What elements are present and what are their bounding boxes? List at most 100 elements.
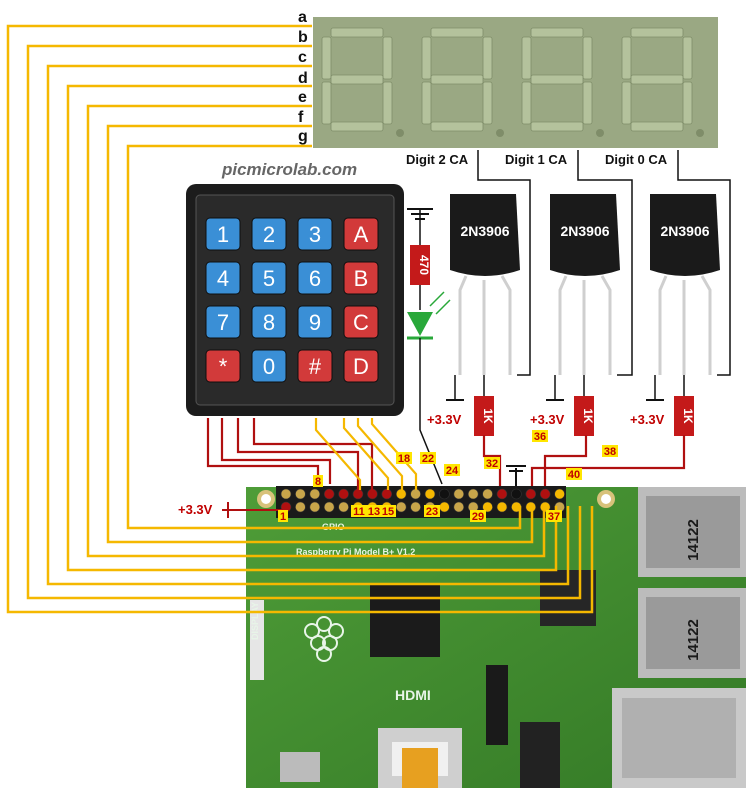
gpio-pin-17 (395, 501, 407, 513)
svg-text:13: 13 (368, 506, 380, 518)
key-5[interactable]: 5 (251, 261, 287, 295)
gpio-pin-6 (309, 488, 321, 500)
segment-f (621, 36, 632, 80)
base-resistor-label: 1K (581, 408, 595, 424)
segment-e (421, 81, 432, 125)
key-4[interactable]: 4 (205, 261, 241, 295)
segment-d (530, 121, 584, 132)
base-resistor (574, 396, 594, 436)
gpio-pin-31 (496, 501, 508, 513)
transistor-label: 2N3906 (560, 223, 609, 239)
key-*[interactable]: * (205, 349, 241, 383)
segment-label-c: c (298, 49, 307, 66)
segment-d (430, 121, 484, 132)
camera-connector (486, 665, 508, 745)
gpio-pin-29 (482, 501, 493, 513)
key-3[interactable]: 3 (297, 217, 333, 251)
segment-c (582, 81, 593, 125)
key-label: 8 (263, 310, 275, 335)
gpio-pin-4 (295, 488, 306, 500)
usb-code-bottom: 14122 (685, 619, 702, 661)
keypad-wires (206, 418, 374, 490)
segment-e (321, 81, 332, 125)
transistor-label: 2N3906 (660, 223, 709, 239)
segment-label-e: e (298, 89, 307, 106)
segment-label-f: f (298, 109, 304, 126)
pin-label-40: 40 (566, 468, 582, 481)
key-D[interactable]: D (343, 349, 379, 383)
key-label: D (353, 354, 369, 379)
transistor-q1: 2N3906 1K (546, 194, 620, 436)
svg-text:11: 11 (353, 506, 365, 518)
gpio-pin-7 (323, 501, 335, 513)
segment-g (530, 74, 584, 85)
gpio-header (276, 486, 566, 518)
segment-e (521, 81, 532, 125)
pin-label-13: 13 (366, 505, 382, 518)
svg-text:23: 23 (426, 506, 438, 518)
svg-text:22: 22 (422, 453, 434, 465)
svg-text:18: 18 (398, 453, 410, 465)
gpio-pin-34 (511, 488, 522, 500)
keypad-column-wires (314, 418, 418, 490)
segment-a (430, 27, 484, 38)
key-1[interactable]: 1 (205, 217, 241, 251)
segment-c (382, 81, 393, 125)
gpio-pin-9 (338, 501, 349, 513)
segment-c (482, 81, 493, 125)
key-7[interactable]: 7 (205, 305, 241, 339)
key-label: 6 (309, 266, 321, 291)
svg-text:38: 38 (604, 446, 616, 458)
digit-3 (321, 27, 404, 137)
key-0[interactable]: 0 (251, 349, 287, 383)
segment-b (482, 36, 493, 80)
segment-f (521, 36, 532, 80)
decimal-point (596, 129, 604, 137)
segment-f (321, 36, 332, 80)
segment-b (682, 36, 693, 80)
pin-label-22: 22 (420, 452, 436, 465)
key-8[interactable]: 8 (251, 305, 287, 339)
usb-power-port (280, 752, 320, 782)
segment-f (421, 36, 432, 80)
gpio-pin-36 (525, 488, 537, 500)
key-6[interactable]: 6 (297, 261, 333, 295)
gpio-pin-22 (424, 488, 436, 500)
gpio-pin-12 (352, 488, 364, 500)
gpio-pin-30 (482, 488, 493, 500)
segment-c (682, 81, 693, 125)
segment-wire-b (26, 44, 582, 600)
key-2[interactable]: 2 (251, 217, 287, 251)
segment-wire-a (6, 24, 594, 614)
segment-labels: a b c d e f g (298, 9, 308, 145)
key-label: 5 (263, 266, 275, 291)
pin-label-29: 29 (470, 510, 486, 523)
segment-g (430, 74, 484, 85)
pin-label-11: 11 (351, 505, 367, 518)
gpio-pin-18 (395, 488, 407, 500)
segment-wire-c (46, 64, 570, 586)
base-resistor-label: 1K (481, 408, 495, 424)
ground-symbol (506, 465, 526, 486)
segment-label-b: b (298, 29, 308, 46)
key-B[interactable]: B (343, 261, 379, 295)
supply-label-pi: +3.3V (178, 502, 213, 517)
gpio-pin-20 (410, 488, 421, 500)
gpio-pin-10 (338, 488, 349, 500)
key-label: 1 (217, 222, 229, 247)
key-#[interactable]: # (297, 349, 333, 383)
pin-label-18: 18 (396, 452, 412, 465)
key-9[interactable]: 9 (297, 305, 333, 339)
gpio-pin-32 (496, 488, 508, 500)
segment-wire-d (66, 84, 558, 572)
key-C[interactable]: C (343, 305, 379, 339)
segment-a (630, 27, 684, 38)
gpio-pin-25 (453, 501, 465, 513)
digit-2-label: Digit 2 CA (406, 152, 469, 167)
key-A[interactable]: A (343, 217, 379, 251)
